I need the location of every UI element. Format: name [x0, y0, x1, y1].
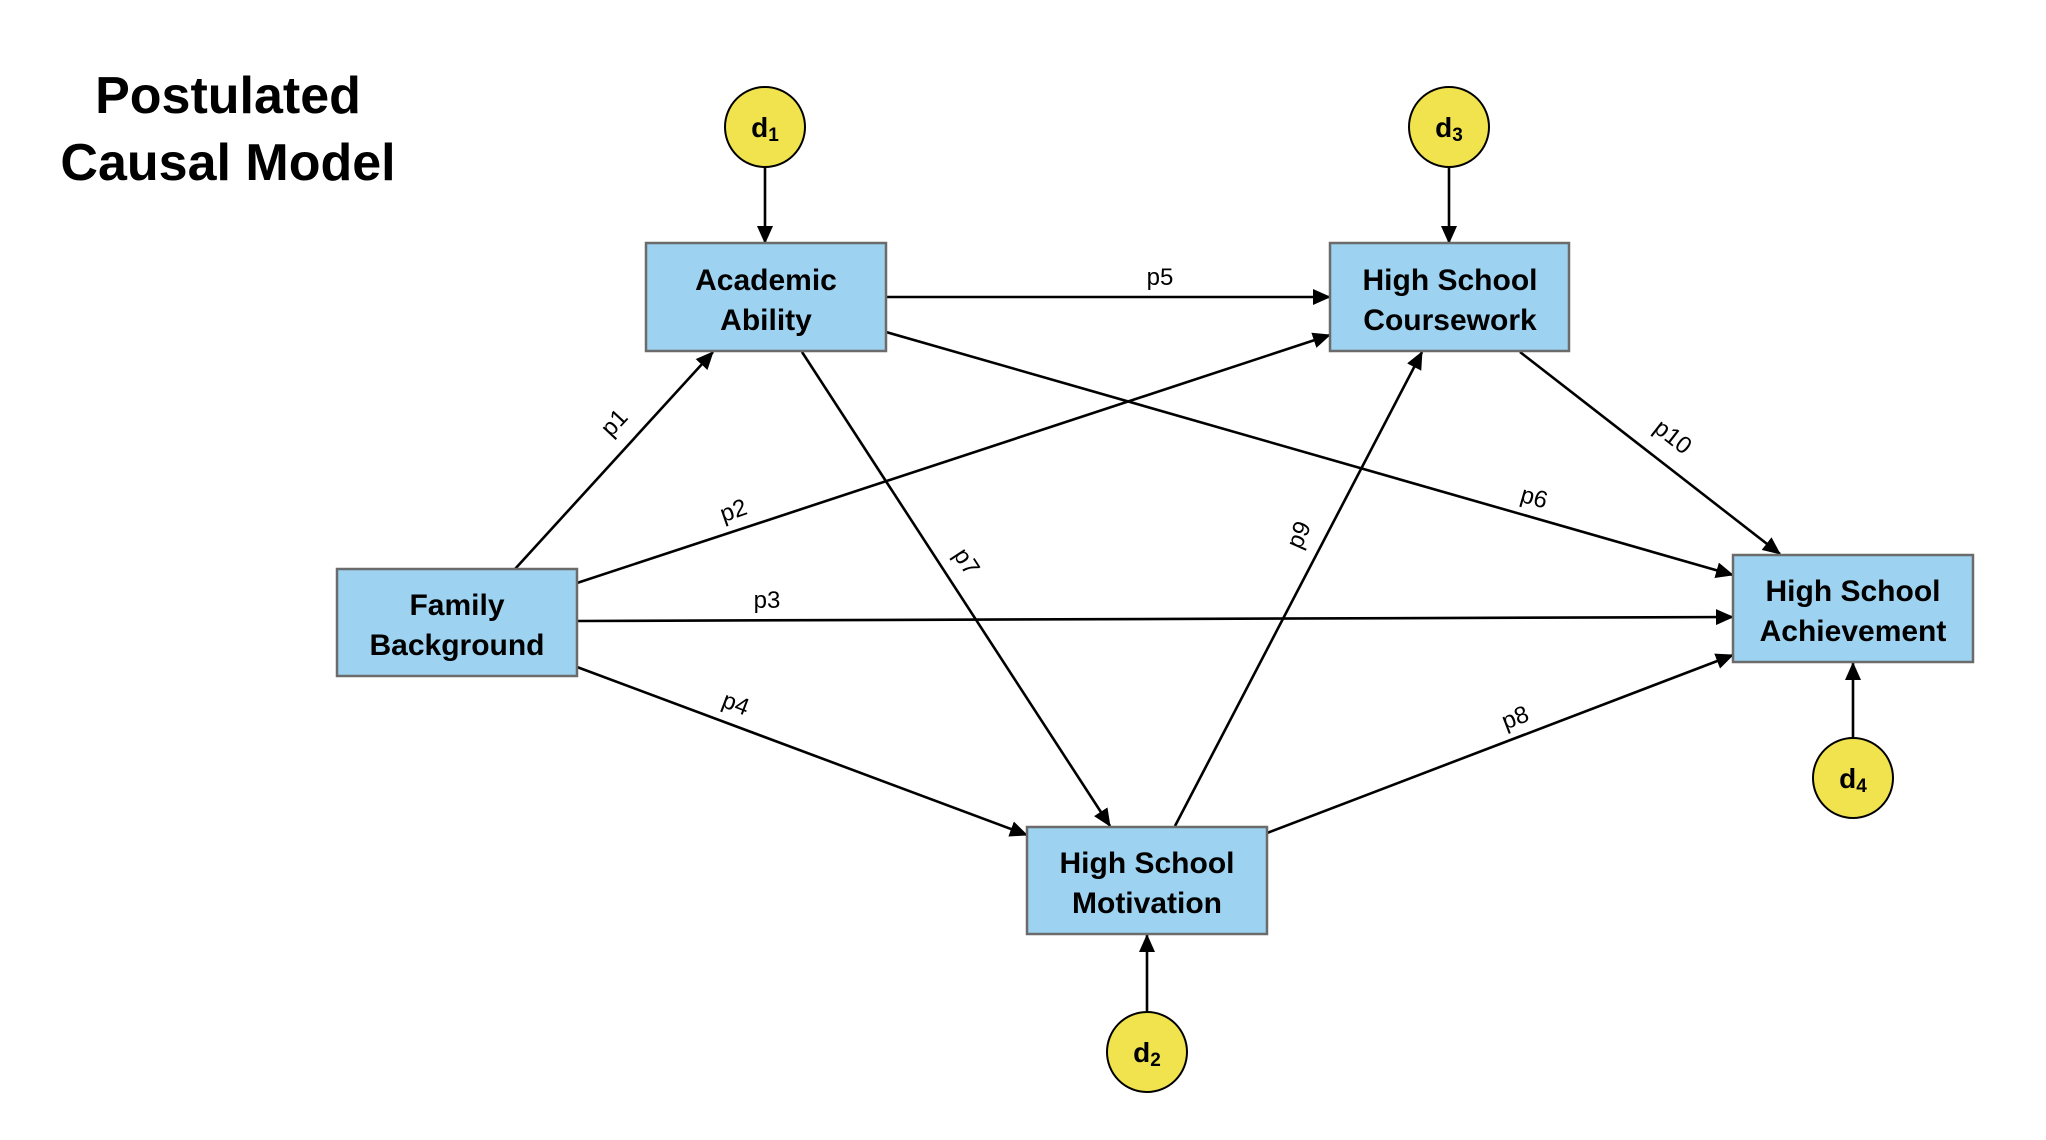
node-family-background[interactable]: Family Background — [335, 567, 579, 678]
disturbance-label: d4 — [1839, 763, 1867, 797]
node-box — [1025, 825, 1269, 936]
node-label-line-2: Motivation — [1072, 887, 1222, 920]
edge-line-p8 — [1266, 653, 1734, 835]
path-p8: p8 — [1266, 653, 1734, 835]
edge-label-p6: p6 — [1518, 481, 1551, 514]
edge-label-p3: p3 — [754, 587, 781, 614]
edge-label-p8: p8 — [1498, 701, 1533, 736]
edge-label-p7: p7 — [948, 543, 985, 580]
path-p5: p5 — [886, 264, 1331, 305]
disturbance-base: d — [751, 112, 768, 143]
node-high-school-motivation[interactable]: High School Motivation — [1025, 825, 1269, 936]
disturbance-subscript: 3 — [1452, 125, 1463, 146]
disturbance-d3[interactable]: d3 — [1408, 86, 1490, 168]
edge-label-p5: p5 — [1147, 264, 1174, 291]
disturbance-d2[interactable]: d2 — [1106, 1011, 1188, 1093]
path-p4: p4 — [576, 665, 1028, 837]
edge-line-p6 — [885, 330, 1734, 579]
node-label-line-2: Coursework — [1363, 304, 1537, 337]
node-box — [1731, 553, 1975, 664]
disturbance-circle — [1408, 86, 1490, 168]
node-box — [1328, 241, 1571, 353]
disturbance-subscript: 1 — [768, 125, 779, 146]
path-p3: p3 — [576, 587, 1734, 626]
edge-label-p2: p2 — [717, 494, 751, 528]
edge-line-p1 — [514, 351, 714, 570]
node-high-school-coursework[interactable]: High School Coursework — [1328, 241, 1571, 353]
edge-line-p7 — [800, 351, 1112, 827]
edge-label-p9: p9 — [1281, 517, 1317, 552]
title-line-2: Causal Model — [60, 134, 395, 192]
edge-label-p4: p4 — [718, 687, 753, 722]
edge-line-p9 — [1173, 351, 1424, 827]
node-label-line-1: High School — [1766, 575, 1941, 608]
node-high-school-achievement[interactable]: High School Achievement — [1731, 553, 1975, 664]
disturbance-label: d3 — [1435, 112, 1463, 146]
disturbance-base: d — [1435, 112, 1452, 143]
disturbance-circle — [1106, 1011, 1188, 1093]
edge-label-p1: p1 — [596, 404, 634, 442]
node-label-line-1: Academic — [695, 264, 837, 297]
node-label-line-1: High School — [1060, 847, 1235, 880]
disturbance-label: d2 — [1133, 1037, 1161, 1071]
edge-line-p4 — [576, 665, 1028, 837]
node-academic-ability[interactable]: Academic Ability — [644, 241, 888, 353]
disturbance-d1[interactable]: d1 — [724, 86, 806, 168]
node-label-line-1: High School — [1363, 264, 1538, 297]
node-label-line-2: Achievement — [1760, 615, 1947, 648]
edge-line-p3 — [576, 609, 1734, 626]
disturbance-circle — [724, 86, 806, 168]
edge-label-p10: p10 — [1649, 414, 1697, 460]
path-p9: p9 — [1173, 351, 1424, 827]
path-p10: p10 — [1519, 350, 1781, 556]
path-p1: p1 — [514, 351, 714, 570]
node-label-line-2: Ability — [720, 304, 812, 337]
node-box — [644, 241, 888, 353]
node-label-line-1: Family — [409, 589, 504, 622]
edge-line-p2 — [576, 332, 1331, 585]
node-box — [335, 567, 579, 678]
disturbance-arrows — [757, 167, 1861, 1012]
disturbance-label: d1 — [751, 112, 779, 146]
disturbance-base: d — [1133, 1037, 1150, 1068]
disturbance-base: d — [1839, 763, 1856, 794]
disturbance-subscript: 2 — [1150, 1050, 1161, 1071]
path-p2: p2 — [576, 332, 1331, 585]
diagram-title: Postulated Causal Model — [60, 67, 395, 192]
title-line-1: Postulated — [95, 67, 361, 125]
edge-line-p10 — [1519, 350, 1781, 556]
disturbance-subscript: 4 — [1856, 776, 1867, 797]
disturbance-d4[interactable]: d4 — [1812, 737, 1894, 819]
disturbance-circle — [1812, 737, 1894, 819]
node-label-line-2: Background — [369, 629, 544, 662]
